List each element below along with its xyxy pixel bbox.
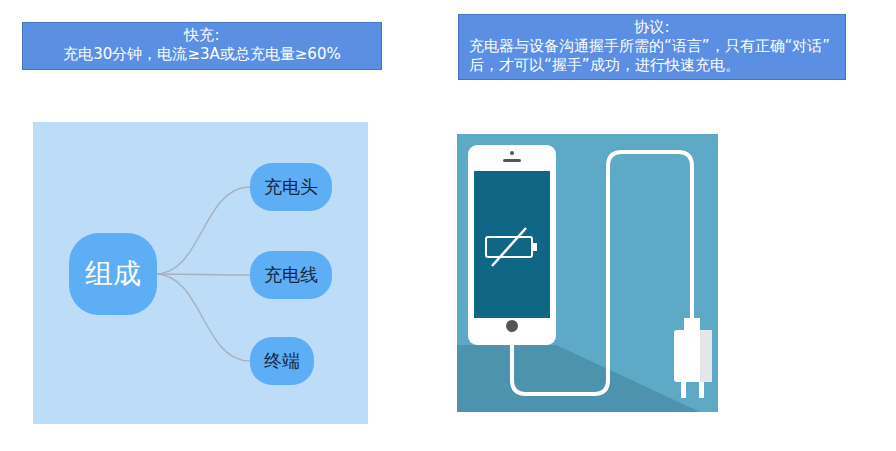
node-label: 终端	[264, 349, 300, 373]
node-body: 充电器与设备沟通握手所需的“语言”，只有正确“对话”后，才可以“握手”成功，进行…	[469, 37, 835, 75]
hub-node: 组成	[69, 233, 157, 315]
shadow	[457, 345, 700, 412]
plug-prong	[681, 382, 686, 398]
plug-body	[674, 330, 712, 382]
phone-speaker	[503, 159, 521, 162]
branch-line	[155, 187, 250, 274]
part-node: 充电头	[250, 163, 332, 211]
plug-prong	[699, 382, 704, 398]
phone-camera	[510, 151, 514, 155]
node-body: 充电30分钟，电流≥3A或总充电量≥60%	[33, 45, 371, 64]
node-label: 充电线	[264, 263, 318, 287]
part-node: 终端	[250, 337, 314, 385]
node-label: 快充:	[33, 26, 371, 45]
plug-side	[700, 330, 712, 382]
definition-box: 协议:充电器与设备沟通握手所需的“语言”，只有正确“对话”后，才可以“握手”成功…	[458, 14, 846, 80]
part-node: 充电线	[250, 251, 332, 299]
charging-cable	[512, 152, 692, 394]
node-label: 组成	[85, 255, 141, 293]
branch-line	[155, 274, 250, 275]
home-button	[506, 320, 518, 332]
plug-neck	[684, 318, 700, 332]
illustration-ground	[457, 134, 718, 412]
phone-screen	[474, 171, 550, 318]
battery-tip	[533, 243, 537, 251]
battery-slash	[492, 228, 526, 266]
node-label: 协议:	[469, 18, 835, 37]
phone-body	[468, 145, 556, 345]
node-label: 充电头	[264, 175, 318, 199]
branch-line	[155, 274, 250, 361]
definition-box: 快充:充电30分钟，电流≥3A或总充电量≥60%	[22, 22, 382, 70]
